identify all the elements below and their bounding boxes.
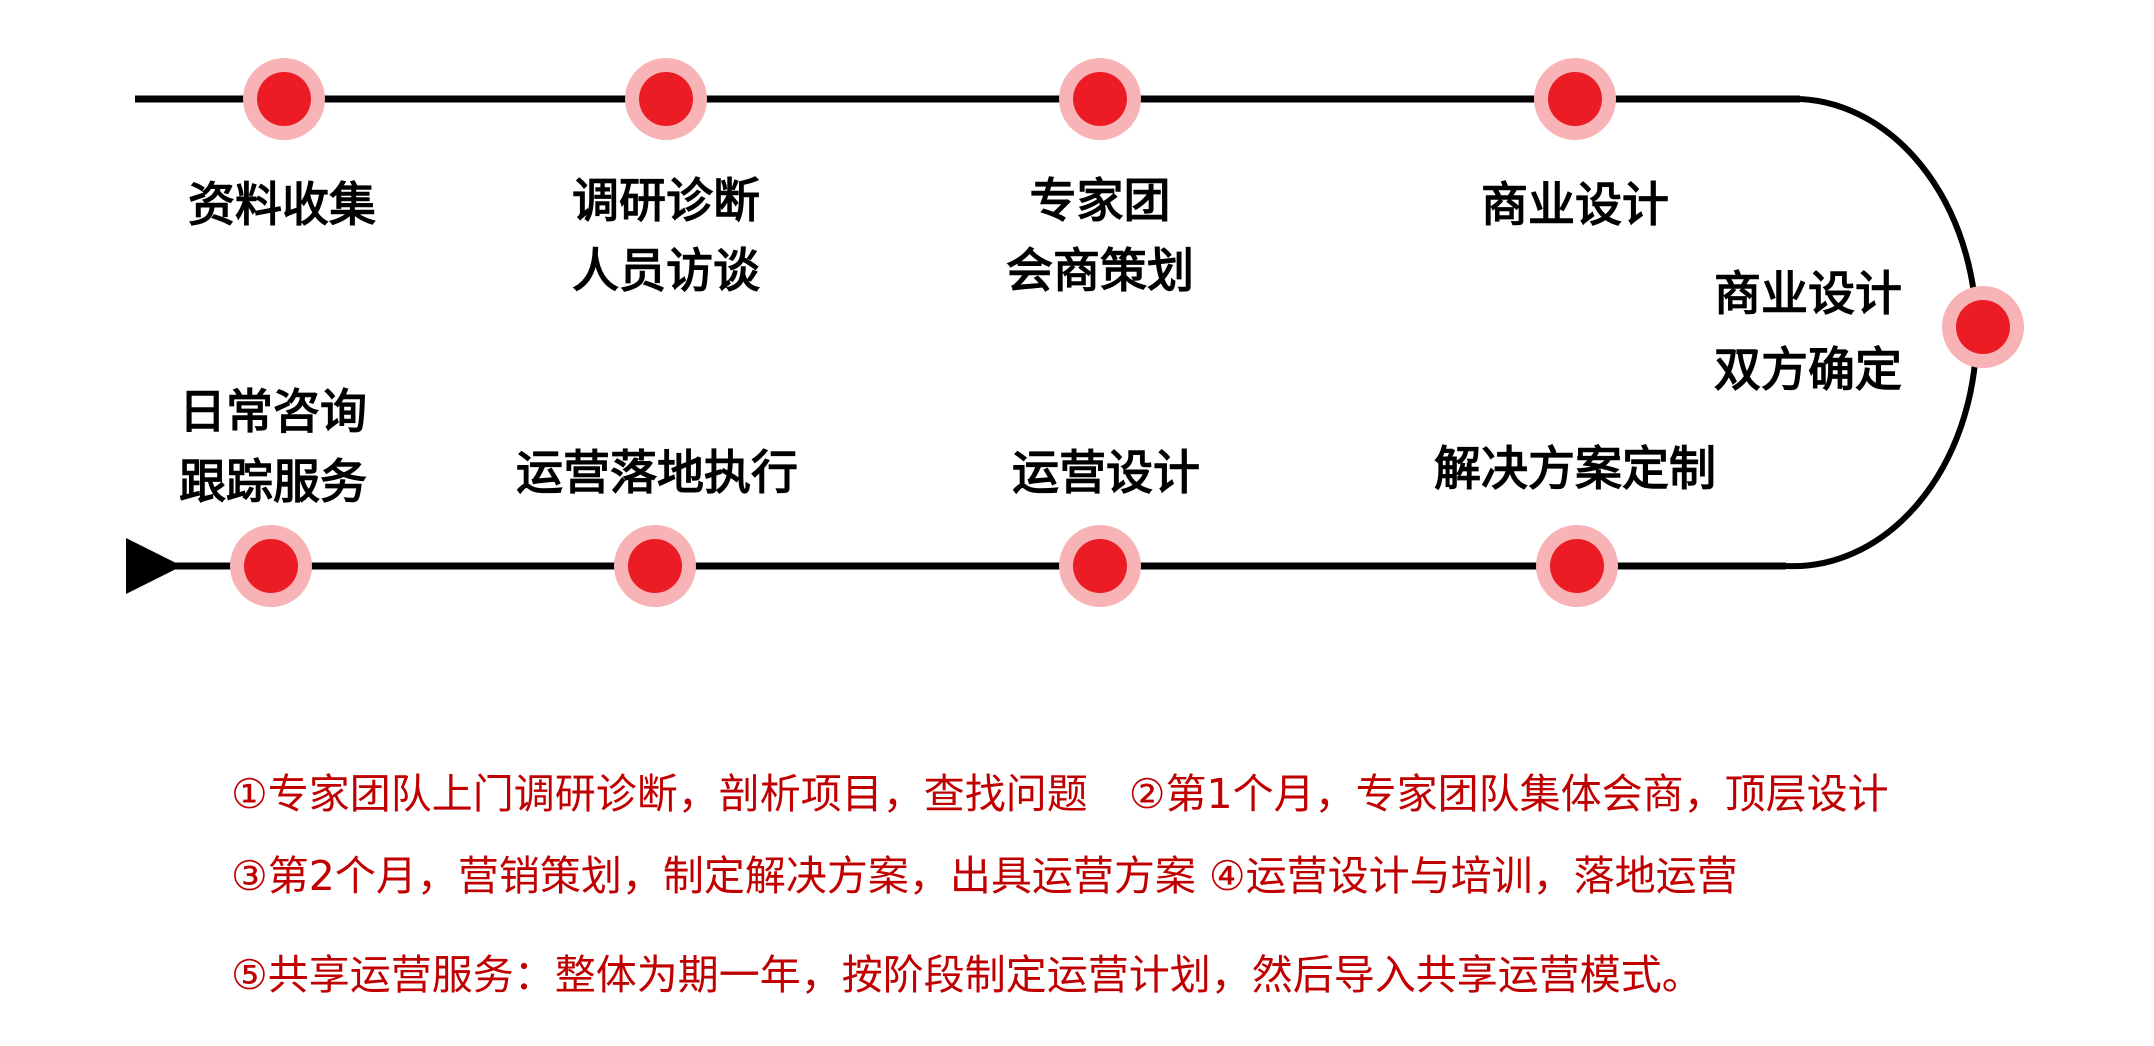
note-line-2: ③第2个月，营销策划，制定解决方案，出具运营方案 ④运营设计与培训，落地运营 xyxy=(231,852,1738,900)
milestone-dot-9 xyxy=(230,525,312,607)
milestone-dot-6 xyxy=(1536,525,1618,607)
step-label-5: 商业设计双方确定 xyxy=(1714,267,1902,398)
step-label-9: 日常咨询跟踪服务 xyxy=(179,385,367,510)
milestone-dot-2 xyxy=(625,58,707,140)
step-label-3: 专家团会商策划 xyxy=(1006,174,1194,299)
note-line-1: ①专家团队上门调研诊断，剖析项目，查找问题 ②第1个月，专家团队集体会商，顶层设… xyxy=(231,770,1889,818)
step-label-1: 资料收集 xyxy=(188,178,376,233)
milestone-dot-3 xyxy=(1059,58,1141,140)
milestone-dot-1 xyxy=(243,58,325,140)
milestone-dot-5 xyxy=(1942,286,2024,368)
note-line-3: ⑤共享运营服务：整体为期一年，按阶段制定运营计划，然后导入共享运营模式。 xyxy=(231,951,1703,999)
step-label-8: 运营落地执行 xyxy=(516,446,798,501)
step-label-2: 调研诊断人员访谈 xyxy=(572,174,760,299)
milestone-dot-4 xyxy=(1534,58,1616,140)
step-label-7: 运营设计 xyxy=(1012,446,1200,501)
step-label-6: 解决方案定制 xyxy=(1434,442,1716,497)
milestone-dot-8 xyxy=(614,525,696,607)
step-label-4: 商业设计 xyxy=(1481,178,1669,233)
milestone-dot-7 xyxy=(1059,525,1141,607)
